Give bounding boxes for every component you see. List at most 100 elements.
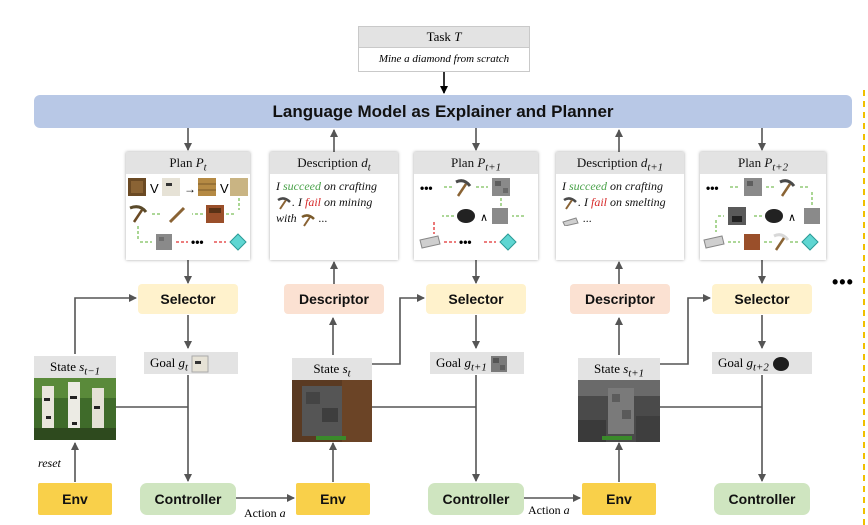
birch-log-icon	[191, 355, 209, 373]
desc-part: I	[562, 179, 569, 193]
ellipsis-icon: •••	[459, 235, 472, 249]
stone-pickaxe-icon	[779, 179, 796, 187]
plan-card-t2: Plan Pt+2 ••• ∧	[700, 152, 826, 260]
desc-part: on crafting	[320, 179, 377, 193]
plan-label: Plan	[450, 155, 478, 170]
descriptor-t1: Descriptor	[570, 284, 670, 314]
descriptor-t: Descriptor	[284, 284, 384, 314]
crafting-table-icon	[206, 205, 224, 223]
ellipsis-icon: •••	[191, 235, 204, 249]
stone-icon	[492, 208, 508, 224]
task-symbol: T	[454, 29, 462, 44]
and-icon: ∧	[480, 212, 488, 224]
task-title: Task	[426, 29, 455, 44]
and-icon: ∧	[788, 212, 796, 224]
goal-t1: Goal gt+1	[430, 352, 524, 374]
plan-t2-diagram: ••• ∧	[703, 178, 820, 251]
goal-subscript: t+1	[471, 361, 487, 374]
desc-part: on smelting	[607, 195, 666, 209]
plan-card-t1-header: Plan Pt+1	[414, 152, 538, 174]
stone-pickaxe-icon	[563, 197, 577, 210]
plan-label: Plan	[169, 155, 196, 170]
plan-subscript: t	[203, 161, 207, 174]
goal-t: Goal gt	[144, 352, 238, 374]
desc-part: ...	[315, 211, 328, 226]
stone-icon	[156, 234, 172, 250]
ellipsis-icon: •••	[420, 181, 433, 195]
goal-label: Goal	[718, 355, 747, 370]
coal-icon	[773, 357, 790, 372]
description-symbol: d	[640, 155, 648, 170]
task-header: Task T	[358, 26, 530, 48]
state-subscript: t+1	[628, 367, 645, 380]
env-t1: Env	[582, 483, 656, 515]
selector-t2: Selector	[712, 284, 812, 314]
action-symbol: a	[563, 503, 570, 517]
pickaxe-icon	[277, 197, 291, 210]
controller-t2: Controller	[714, 483, 810, 515]
stone-pickaxe-icon	[300, 213, 315, 227]
description-t-text: I succeed on crafting . I fail on mining…	[276, 178, 394, 227]
plan-t1-diagram: ••• ∧ •••	[419, 178, 524, 251]
goal-symbol: g	[746, 355, 754, 370]
description-card-t: Description dt I succeed on crafting . I…	[270, 152, 398, 260]
selector-t1: Selector	[426, 284, 526, 314]
plan-symbol: P	[477, 155, 486, 170]
plan-card-t1: Plan Pt+1 ••• ∧ •••	[414, 152, 538, 260]
coal-icon	[765, 209, 783, 223]
env-t: Env	[296, 483, 370, 515]
plan-subscript: t+2	[772, 161, 789, 174]
birch-log-icon	[162, 178, 180, 196]
iron-ingot-icon	[419, 235, 441, 249]
state-label: State	[313, 361, 343, 376]
goal-subscript: t+2	[753, 361, 769, 374]
state-t1-label: State st+1	[578, 358, 660, 380]
state-symbol: s	[623, 361, 629, 376]
selector-t: Selector	[138, 284, 238, 314]
action-symbol: a	[279, 506, 286, 520]
stone-icon	[804, 208, 820, 224]
state-subscript: t−1	[84, 365, 101, 378]
controller-t1: Controller	[428, 483, 524, 515]
goal-subscript: t	[185, 361, 189, 374]
description-symbol: d	[361, 155, 368, 170]
cobblestone-icon	[744, 178, 762, 196]
diamond-icon	[499, 233, 517, 251]
description-t1-text: I succeed on crafting . I fail on smelti…	[562, 178, 680, 226]
description-label: Description	[576, 155, 641, 170]
goal-t2: Goal gt+2	[712, 352, 812, 374]
desc-part: I	[276, 179, 283, 193]
desc-part: ...	[580, 211, 592, 226]
state-subscript: t	[347, 367, 351, 380]
state-t-image	[292, 380, 372, 442]
wooden-pickaxe-icon	[129, 205, 148, 213]
description-subscript: t+1	[647, 161, 664, 174]
fail-word: fail	[591, 195, 608, 209]
state-t-minus-1-image	[34, 378, 116, 440]
description-card-t1-header: Description dt+1	[556, 152, 684, 174]
description-card-t-header: Description dt	[270, 152, 398, 174]
plan-card-t: Plan Pt V → V •••	[126, 152, 250, 260]
stick-icon	[168, 206, 186, 224]
state-label: State	[593, 361, 624, 376]
goal-label: Goal	[150, 355, 179, 370]
succeed-word: succeed	[283, 179, 321, 193]
diamond-icon	[801, 233, 819, 251]
crafting-table-icon	[744, 234, 760, 250]
reset-label: reset	[38, 456, 61, 470]
iron-ingot-icon	[703, 235, 725, 249]
continuation-dots: •••	[832, 272, 854, 292]
plan-card-t-header: Plan Pt	[126, 152, 250, 174]
desc-part: on crafting	[606, 179, 663, 193]
description-subscript: t	[367, 161, 371, 174]
env-0: Env	[38, 483, 112, 515]
goal-symbol: g	[178, 355, 186, 370]
diamond-icon	[229, 233, 247, 251]
cobblestone-icon	[491, 356, 508, 373]
or-icon: V	[150, 181, 159, 196]
state-label: State	[49, 359, 80, 374]
plan-t-diagram: V → V •••	[128, 178, 248, 251]
state-t1-image	[578, 380, 660, 442]
description-label: Description	[297, 155, 362, 170]
